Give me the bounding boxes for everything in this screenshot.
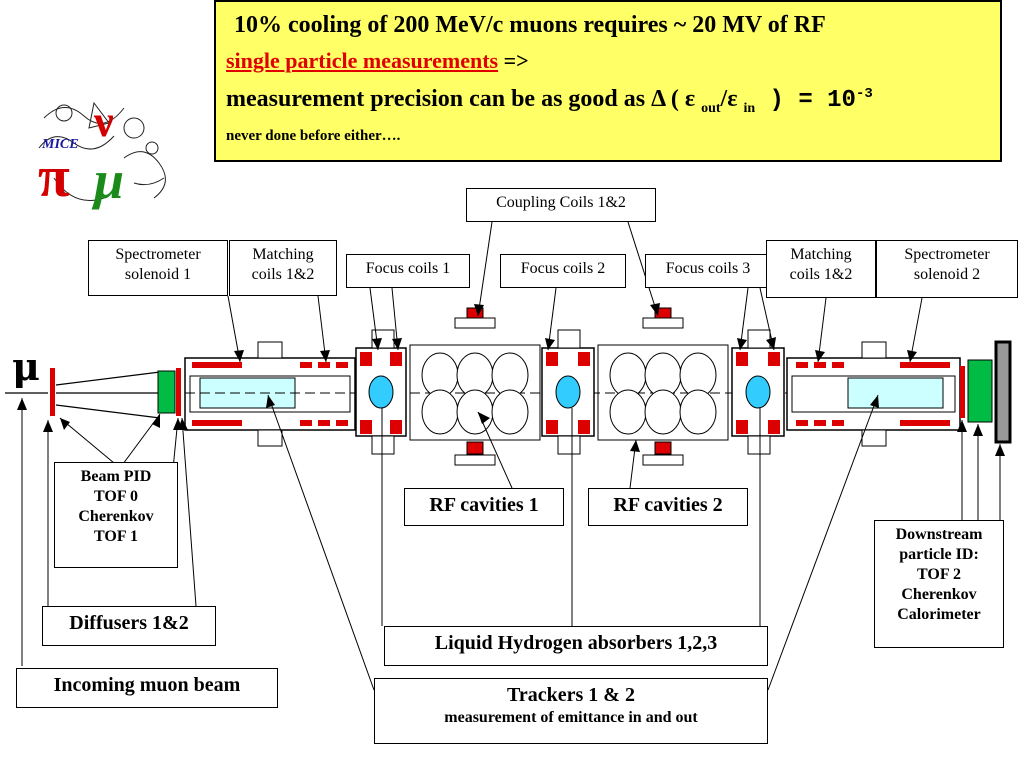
- logo-pi: π: [38, 144, 70, 209]
- label-incoming-beam: Incoming muon beam: [16, 668, 278, 708]
- logo-mu: μ: [91, 150, 124, 210]
- calorimeter-block: [994, 340, 1012, 444]
- eps-in-subscript: in: [743, 100, 756, 116]
- spectrometer-1-line-2: solenoid 1: [124, 266, 192, 283]
- single-particle-highlight: single particle measurements: [226, 48, 499, 73]
- precision-value: ) = 10: [755, 87, 856, 114]
- logo-nu: ν: [93, 97, 114, 146]
- focus-coil-module-2: [541, 329, 595, 455]
- matching-1-line-1: Matching: [252, 246, 314, 263]
- beam-pid-line-4: TOF 1: [93, 528, 138, 545]
- summary-line-never-done: never done before either….: [226, 128, 401, 144]
- label-diffusers: Diffusers 1&2: [42, 606, 216, 646]
- cherenkov-green-detector: [967, 359, 993, 423]
- trackers-subtitle: measurement of emittance in and out: [444, 709, 698, 726]
- tof1-red-bar: [176, 368, 181, 416]
- summary-line-single-particle: single particle measurements =>: [226, 48, 529, 74]
- label-coupling-coils: Coupling Coils 1&2: [466, 188, 656, 222]
- label-focus-coils-1: Focus coils 1: [346, 254, 470, 288]
- label-matching-coils-2: Matching coils 1&2: [766, 240, 876, 298]
- label-trackers: Trackers 1 & 2 measurement of emittance …: [374, 678, 768, 744]
- spectrometer-2-line-1: Spectrometer: [904, 246, 990, 263]
- label-spectrometer-solenoid-2: Spectrometer solenoid 2: [876, 240, 1018, 298]
- rf-cavities-2-module: [597, 344, 729, 441]
- label-beam-pid: Beam PID TOF 0 Cherenkov TOF 1: [54, 462, 178, 568]
- matching-2-line-2: coils 1&2: [789, 266, 853, 283]
- implies-arrow: =>: [498, 48, 529, 73]
- rf-cavities-1-module: [409, 344, 541, 441]
- label-rf-cavities-1: RF cavities 1: [404, 488, 564, 526]
- label-rf-cavities-2: RF cavities 2: [588, 488, 748, 526]
- focus-coil-module-1: [355, 329, 407, 455]
- matching-1-line-2: coils 1&2: [251, 266, 315, 283]
- focus-coil-module-3: [731, 329, 785, 455]
- tof0-green-detector: [157, 370, 176, 414]
- downstream-line-4: Cherenkov: [901, 586, 977, 603]
- label-focus-coils-2: Focus coils 2: [500, 254, 626, 288]
- callout-arrowheads: [17, 303, 1005, 456]
- beam-pid-line-1: Beam PID: [80, 468, 152, 485]
- summary-line-cooling: 10% cooling of 200 MeV/c muons requires …: [234, 12, 826, 38]
- downstream-line-1: Downstream: [895, 526, 983, 543]
- eps-out-subscript: out: [701, 100, 721, 116]
- summary-line-precision: measurement precision can be as good as …: [226, 86, 873, 117]
- downstream-line-5: Calorimeter: [897, 606, 981, 623]
- precision-slash: /ε: [720, 86, 744, 112]
- precision-exponent: -3: [855, 86, 873, 102]
- coupling-coil-2: [642, 307, 684, 466]
- label-matching-coils-1: Matching coils 1&2: [229, 240, 337, 296]
- downstream-line-3: TOF 2: [916, 566, 961, 583]
- precision-text: measurement precision can be as good as …: [226, 86, 702, 112]
- label-spectrometer-solenoid-1: Spectrometer solenoid 1: [88, 240, 228, 296]
- beam-pid-line-3: Cherenkov: [78, 508, 154, 525]
- mice-logo: ν MICE π μ: [38, 97, 166, 210]
- spectrometer-2-line-2: solenoid 2: [913, 266, 981, 283]
- spectrometer-solenoid-2: [786, 341, 961, 447]
- diffuser-red-bar-upstream: [50, 368, 55, 416]
- label-lh2-absorbers: Liquid Hydrogen absorbers 1,2,3: [384, 626, 768, 666]
- label-downstream-pid: Downstream particle ID: TOF 2 Cherenkov …: [874, 520, 1004, 648]
- beam-pid-line-2: TOF 0: [93, 488, 138, 505]
- logo-sketch-lines: [38, 101, 166, 201]
- coupling-coil-1: [454, 307, 496, 466]
- summary-box: 10% cooling of 200 MeV/c muons requires …: [214, 0, 1002, 162]
- spectrometer-solenoid-1: [184, 341, 356, 447]
- trackers-title: Trackers 1 & 2: [507, 684, 635, 706]
- logo-mice-text: MICE: [41, 137, 79, 152]
- tof2-red-bar: [960, 366, 965, 418]
- incoming-beam-lines: [5, 371, 161, 419]
- spectrometer-1-line-1: Spectrometer: [115, 246, 201, 263]
- label-focus-coils-3: Focus coils 3: [645, 254, 771, 288]
- muon-symbol: μ: [12, 344, 40, 389]
- downstream-line-2: particle ID:: [899, 546, 979, 563]
- matching-2-line-1: Matching: [790, 246, 852, 263]
